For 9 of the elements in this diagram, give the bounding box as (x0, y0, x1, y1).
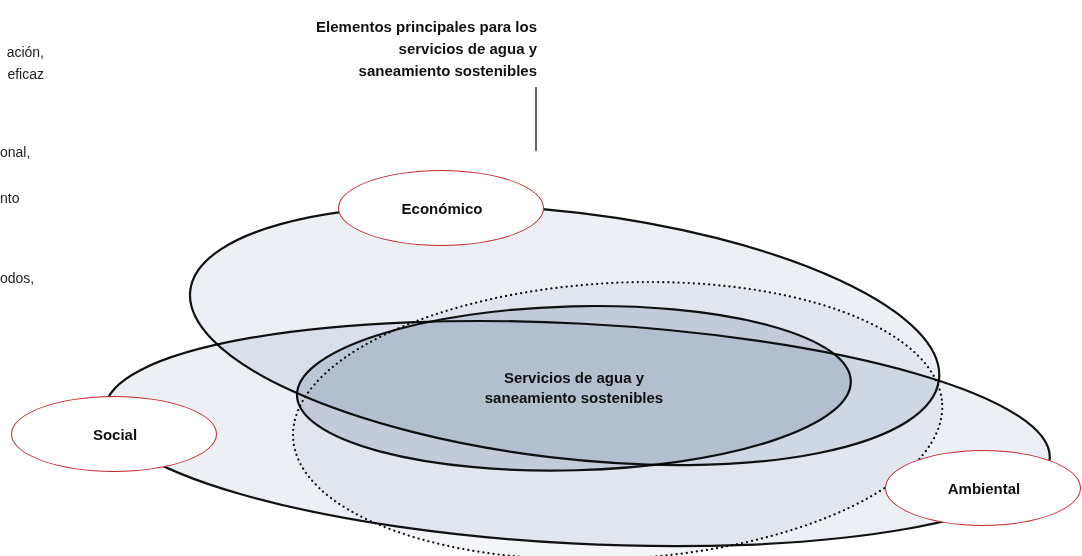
cut-off-text: nto (0, 189, 20, 208)
ellipse-label: Ambiental (946, 479, 1022, 499)
cut-off-text: odos, (0, 269, 35, 288)
cut-off-text: ación, eficaz (5, 43, 44, 84)
diagram-title: Elementos principales para los servicios de agua y saneamiento sostenibles (315, 17, 537, 81)
ellipse-label: Servicios de agua y saneamiento sostenibles (483, 368, 665, 408)
ellipse-label: Económico (400, 199, 484, 219)
cut-off-text: onal, (0, 143, 31, 162)
ellipse-label: Social (91, 425, 139, 445)
